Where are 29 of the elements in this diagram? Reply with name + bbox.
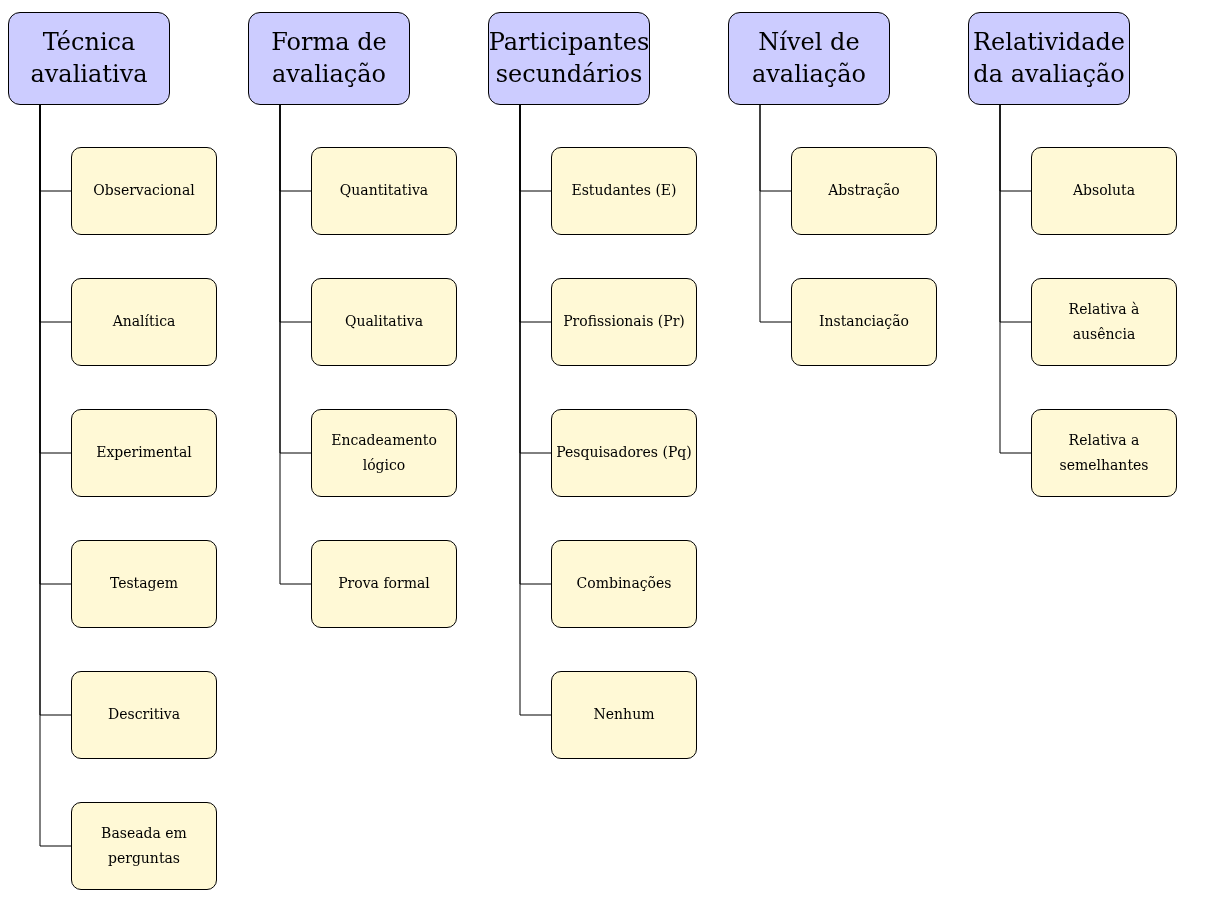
item-box: Profissionais (Pr)	[551, 278, 697, 366]
item-box: Combinações	[551, 540, 697, 628]
connector-line	[999, 104, 1032, 454]
category-box: Forma de avaliação	[248, 12, 410, 105]
item-box: Pesquisadores (Pq)	[551, 409, 697, 497]
category-box: Participantes secundários	[488, 12, 650, 105]
item-box: Encadeamento lógico	[311, 409, 457, 497]
item-box: Qualitativa	[311, 278, 457, 366]
category-box: Relatividade da avaliação	[968, 12, 1130, 105]
item-box: Estudantes (E)	[551, 147, 697, 235]
connector-line	[759, 104, 792, 323]
item-box: Baseada em perguntas	[71, 802, 217, 890]
item-box: Experimental	[71, 409, 217, 497]
item-box: Absoluta	[1031, 147, 1177, 235]
category-box: Técnica avaliativa	[8, 12, 170, 105]
item-box: Analítica	[71, 278, 217, 366]
item-box: Instanciação	[791, 278, 937, 366]
item-box: Testagem	[71, 540, 217, 628]
item-box: Prova formal	[311, 540, 457, 628]
item-box: Relativa a semelhantes	[1031, 409, 1177, 497]
item-box: Abstração	[791, 147, 937, 235]
item-box: Observacional	[71, 147, 217, 235]
connector-line	[519, 104, 552, 716]
item-box: Nenhum	[551, 671, 697, 759]
item-box: Quantitativa	[311, 147, 457, 235]
connector-line	[279, 104, 312, 585]
item-box: Descritiva	[71, 671, 217, 759]
item-box: Relativa à ausência	[1031, 278, 1177, 366]
category-box: Nível de avaliação	[728, 12, 890, 105]
